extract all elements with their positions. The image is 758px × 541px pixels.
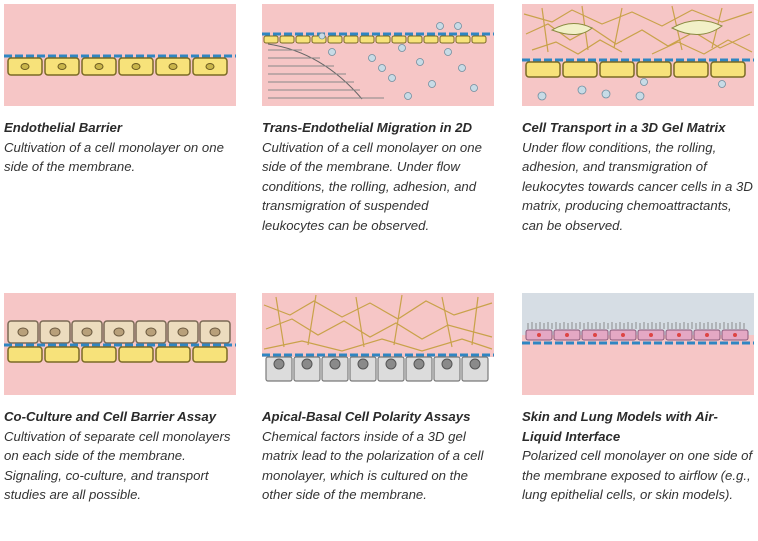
card-description: Cultivation of a cell monolayer on one s…: [262, 139, 482, 233]
card-description: Cultivation of a cell monolayer on one s…: [4, 139, 224, 175]
card-description: Chemical factors inside of a 3D gel matr…: [262, 428, 484, 503]
card-trans-endothelial-migration: Trans-Endothelial Migration in 2D Cultiv…: [262, 4, 494, 235]
card-title: Co-Culture and Cell Barrier Assay: [4, 409, 217, 424]
polarity-illustration: [262, 293, 494, 395]
air-liquid-interface-illustration: [522, 293, 754, 395]
card-description: Under flow conditions, the rolling, adhe…: [522, 139, 753, 233]
card-skin-lung-ali: Skin and Lung Models with Air-Liquid Int…: [522, 293, 754, 505]
card-description: Cultivation of separate cell monolayers …: [4, 428, 231, 503]
card-title: Apical-Basal Cell Polarity Assays: [262, 409, 471, 424]
endothelial-barrier-illustration: [4, 4, 236, 106]
card-co-culture: Co-Culture and Cell Barrier Assay Cultiv…: [4, 293, 236, 505]
card-description: Polarized cell monolayer on one side of …: [522, 448, 753, 502]
card-title: Trans-Endothelial Migration in 2D: [262, 120, 473, 135]
co-culture-illustration: [4, 293, 236, 395]
card-endothelial-barrier: Endothelial Barrier Cultivation of a cel…: [4, 4, 236, 177]
gel-matrix-illustration: [522, 4, 754, 106]
card-title: Cell Transport in a 3D Gel Matrix: [522, 120, 726, 135]
card-title: Skin and Lung Models with Air-Liquid Int…: [522, 409, 718, 444]
card-title: Endothelial Barrier: [4, 120, 122, 135]
migration-illustration: [262, 4, 494, 106]
card-cell-transport-3d-gel: Cell Transport in a 3D Gel Matrix Under …: [522, 4, 754, 235]
card-apical-basal-polarity: Apical-Basal Cell Polarity Assays Chemic…: [262, 293, 494, 505]
